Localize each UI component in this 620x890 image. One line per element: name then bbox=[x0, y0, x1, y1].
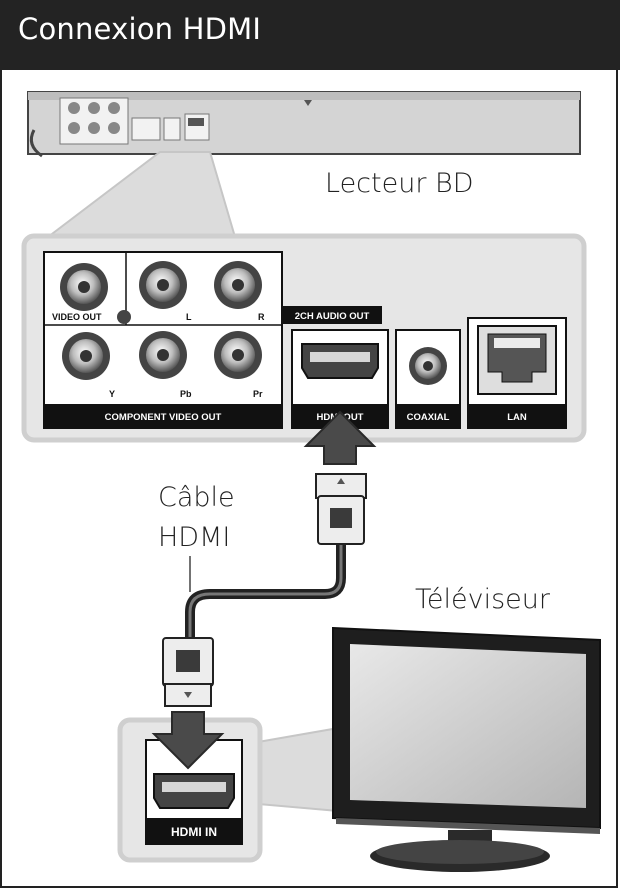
component-y-jack bbox=[62, 332, 110, 380]
component-pr-jack bbox=[214, 331, 262, 379]
video-out-jack bbox=[60, 263, 108, 311]
video-out-label: VIDEO OUT bbox=[52, 312, 102, 322]
cable-label-line1: Câble bbox=[158, 482, 235, 513]
coaxial-port: COAXIAL bbox=[395, 329, 461, 429]
coaxial-label: COAXIAL bbox=[407, 412, 450, 423]
cable-label-line2: HDMI bbox=[158, 522, 230, 553]
hdmi-cable bbox=[162, 473, 367, 707]
tv-label: Téléviseur bbox=[415, 584, 551, 615]
audio-l-jack bbox=[139, 261, 187, 309]
component-pb-jack bbox=[139, 331, 187, 379]
diagram-frame bbox=[0, 70, 618, 888]
hdmi-out-port: HDMI OUT bbox=[291, 329, 389, 429]
audio-l-label: L bbox=[186, 312, 192, 322]
comp-pb-label: Pb bbox=[180, 389, 192, 399]
audio-out-tag bbox=[282, 306, 382, 324]
lan-port: LAN bbox=[467, 317, 567, 429]
tv-hdmi-panel: HDMI IN bbox=[117, 717, 263, 863]
lan-label: LAN bbox=[507, 412, 527, 423]
comp-y-label: Y bbox=[109, 389, 115, 399]
bd-player bbox=[27, 91, 581, 158]
comp-pr-label: Pr bbox=[253, 389, 263, 399]
ground-screw bbox=[117, 310, 131, 324]
audio-out-label: 2CH AUDIO OUT bbox=[295, 311, 370, 322]
header-bar: Connexion HDMI bbox=[0, 0, 620, 70]
hdmi-in-label: HDMI IN bbox=[171, 825, 217, 839]
audio-r-label: R bbox=[258, 312, 265, 322]
television bbox=[332, 626, 601, 872]
page-title: Connexion HDMI bbox=[18, 12, 262, 46]
arrow-down-icon bbox=[151, 711, 225, 770]
zoom-connector bbox=[45, 151, 237, 238]
audio-r-jack bbox=[214, 261, 262, 309]
component-out-label: COMPONENT VIDEO OUT bbox=[105, 412, 222, 423]
player-label: Lecteur BD bbox=[325, 168, 474, 199]
arrow-up-icon bbox=[303, 410, 377, 465]
rear-panel: VIDEO OUT L R Y Pb Pr COMPONENT VIDEO OU… bbox=[21, 233, 587, 443]
